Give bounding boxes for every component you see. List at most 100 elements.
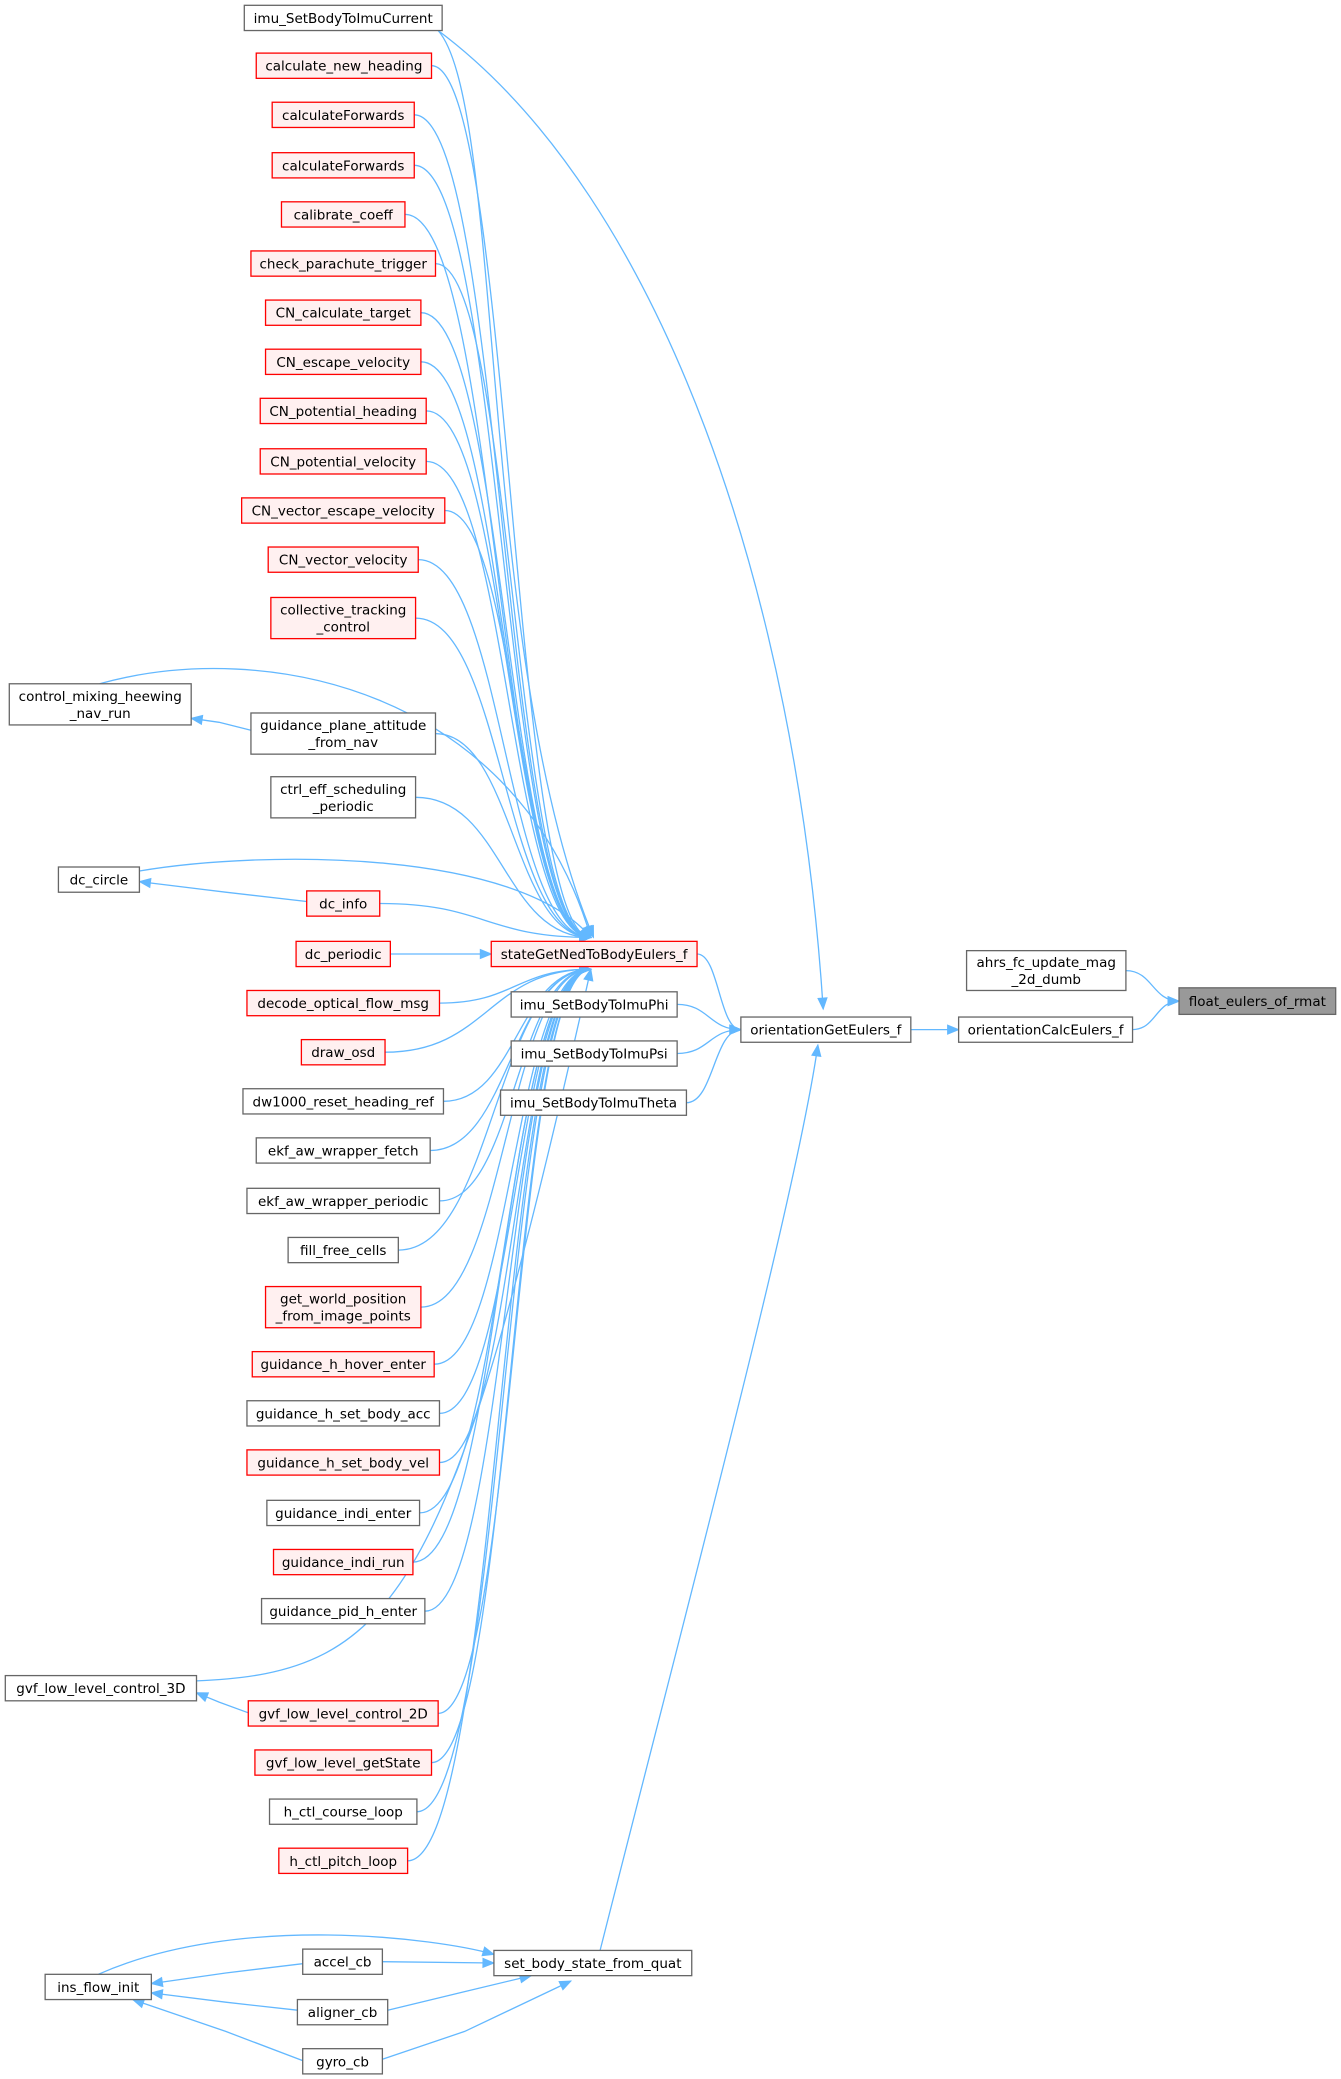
node-gvf-low-level-control-2d[interactable]: gvf_low_level_control_2D <box>247 1700 439 1727</box>
node-label: dc_info <box>319 897 367 913</box>
edge-line <box>379 902 591 939</box>
node-guidance-plane-attitude-from-nav[interactable]: guidance_plane_attitude_from_nav <box>250 712 437 755</box>
node-guidance-h-set-body-acc[interactable]: guidance_h_set_body_acc <box>246 1400 441 1427</box>
node-label: guidance_h_set_body_vel <box>257 1455 429 1471</box>
node-label: draw_osd <box>311 1045 375 1061</box>
node-h-ctl-course-loop[interactable]: h_ctl_course_loop <box>268 1798 418 1825</box>
node-box <box>740 1016 912 1043</box>
edge-arrowhead <box>150 1976 164 1988</box>
node-imu-setbodytoimutheta[interactable]: imu_SetBodyToImuTheta <box>499 1089 688 1116</box>
node-dw1000-reset-heading-ref[interactable]: dw1000_reset_heading_ref <box>242 1088 445 1115</box>
node-box <box>287 1236 399 1264</box>
node-imu-setbodytoimucurrent[interactable]: imu_SetBodyToImuCurrent <box>243 4 443 32</box>
node-cn-potential-velocity[interactable]: CN_potential_velocity <box>259 448 427 475</box>
edge-arrowhead <box>479 948 493 960</box>
node-gvf-low-level-getstate[interactable]: gvf_low_level_getState <box>254 1749 433 1776</box>
node-box <box>271 152 415 179</box>
node-draw-osd[interactable]: draw_osd <box>300 1038 386 1066</box>
node-imu-setbodytoimuphi[interactable]: imu_SetBodyToImuPhi <box>510 991 678 1018</box>
node-dc-circle[interactable]: dc_circle <box>57 866 141 893</box>
edge-line <box>439 968 591 1202</box>
node-label: calculateForwards <box>282 158 404 174</box>
node-check-parachute-trigger[interactable]: check_parachute_trigger <box>250 250 437 277</box>
edge-guidance-plane-attitude-from-nav-to-control-mixing-heewing-nav-run <box>189 714 252 731</box>
node-box <box>302 2048 384 2075</box>
node-collective-tracking-control[interactable]: collective_tracking_control <box>270 596 417 640</box>
node-box <box>264 1285 422 1329</box>
node-ahrs-fc-update-mag-2d-dumb[interactable]: ahrs_fc_update_mag_2d_dumb <box>965 949 1127 992</box>
node-box <box>264 299 422 326</box>
node-label: stateGetNedToBodyEulers_f <box>501 947 689 963</box>
edge-line <box>439 968 591 1415</box>
node-box <box>499 1089 688 1116</box>
node-label: CN_vector_escape_velocity <box>252 504 435 520</box>
node-h-ctl-pitch-loop[interactable]: h_ctl_pitch_loop <box>278 1847 409 1875</box>
node-ekf-aw-wrapper-fetch[interactable]: ekf_aw_wrapper_fetch <box>255 1137 431 1164</box>
edge-dc-periodic-to-stategetnedtobodyeulers-f <box>390 948 493 960</box>
node-label: fill_free_cells <box>300 1243 386 1259</box>
node-calculateforwards-1[interactable]: calculateForwards <box>271 101 415 129</box>
edge-line <box>437 30 595 938</box>
edge-layer <box>98 29 1181 2062</box>
edge-stategetnedtobodyeulers-f-to-orientationgeteulers-f <box>696 953 743 1035</box>
node-box <box>271 101 415 129</box>
edge-line <box>414 114 591 939</box>
node-cn-vector-velocity[interactable]: CN_vector_velocity <box>267 546 419 573</box>
edge-arrowhead <box>817 997 828 1011</box>
node-aligner-cb[interactable]: aligner_cb <box>296 1998 389 2026</box>
node-cn-escape-velocity[interactable]: CN_escape_velocity <box>264 348 422 376</box>
edge-arrowhead <box>195 1692 210 1703</box>
node-get-world-position-from-image-points[interactable]: get_world_position_from_image_points <box>264 1285 422 1329</box>
node-gvf-low-level-control-3d[interactable]: gvf_low_level_control_3D <box>4 1674 198 1702</box>
node-label: ctrl_eff_scheduling <box>280 782 406 798</box>
node-guidance-indi-enter[interactable]: guidance_indi_enter <box>266 1499 421 1527</box>
node-fill-free-cells[interactable]: fill_free_cells <box>287 1236 399 1264</box>
edge-imu-setbodytoimucurrent-to-orientationgeteulers-f <box>437 29 828 1011</box>
node-orientationcalceulers-f[interactable]: orientationCalcEulers_f <box>957 1016 1134 1043</box>
node-decode-optical-flow-msg[interactable]: decode_optical_flow_msg <box>246 989 441 1017</box>
node-calibrate-coeff[interactable]: calibrate_coeff <box>280 201 406 228</box>
node-ekf-aw-wrapper-periodic[interactable]: ekf_aw_wrapper_periodic <box>246 1187 441 1215</box>
node-label: CN_potential_velocity <box>270 454 416 470</box>
node-box <box>306 890 381 917</box>
node-calculateforwards-2[interactable]: calculateForwards <box>271 152 415 179</box>
node-box <box>259 397 427 425</box>
edge-arrowhead <box>583 967 594 982</box>
node-guidance-indi-run[interactable]: guidance_indi_run <box>272 1548 414 1576</box>
node-label: calculate_new_heading <box>265 59 422 75</box>
node-imu-setbodytoimupsi[interactable]: imu_SetBodyToImuPsi <box>510 1040 678 1067</box>
node-box <box>255 52 433 79</box>
node-float-eulers-of-rmat[interactable]: float_eulers_of_rmat <box>1178 987 1337 1016</box>
node-cn-vector-escape-velocity[interactable]: CN_vector_escape_velocity <box>240 497 446 524</box>
node-control-mixing-heewing-nav-run[interactable]: control_mixing_heewing_nav_run <box>8 683 192 726</box>
edge-line <box>151 1963 303 1985</box>
node-dc-periodic[interactable]: dc_periodic <box>295 940 392 968</box>
node-set-body-state-from-quat[interactable]: set_body_state_from_quat <box>493 1949 693 1977</box>
edge-line <box>431 65 591 939</box>
node-calculate-new-heading[interactable]: calculate_new_heading <box>255 52 433 79</box>
node-label: guidance_h_set_body_acc <box>256 1406 431 1422</box>
node-accel-cb[interactable]: accel_cb <box>302 1948 384 1975</box>
node-dc-info[interactable]: dc_info <box>306 890 381 917</box>
edge-imu-setbodytoimutheta-to-orientationgeteulers-f <box>686 1024 743 1104</box>
node-box <box>510 1040 678 1067</box>
edge-line <box>387 1975 532 2011</box>
node-label: set_body_state_from_quat <box>504 1956 681 1972</box>
node-label: h_ctl_course_loop <box>284 1805 403 1821</box>
node-ins-flow-init[interactable]: ins_flow_init <box>44 1973 153 2001</box>
node-ctrl-eff-scheduling-periodic[interactable]: ctrl_eff_scheduling_periodic <box>270 776 417 819</box>
node-guidance-pid-h-enter[interactable]: guidance_pid_h_enter <box>260 1597 426 1625</box>
node-cn-calculate-target[interactable]: CN_calculate_target <box>264 299 422 326</box>
edge-arrowhead <box>729 1024 743 1035</box>
node-label: dc_circle <box>70 873 129 889</box>
edge-gvf-low-level-control-2d-to-gvf-low-level-control-3d <box>195 1692 249 1714</box>
node-orientationgeteulers-f[interactable]: orientationGetEulers_f <box>740 1016 912 1043</box>
node-stategetnedtobodyeulers-f[interactable]: stateGetNedToBodyEulers_f <box>490 940 698 968</box>
node-guidance-h-set-body-vel[interactable]: guidance_h_set_body_vel <box>246 1449 441 1476</box>
node-gyro-cb[interactable]: gyro_cb <box>302 2048 384 2075</box>
node-guidance-h-hover-enter[interactable]: guidance_h_hover_enter <box>251 1350 435 1378</box>
node-box <box>260 1597 426 1625</box>
edge-line <box>443 968 591 1102</box>
node-box <box>264 348 422 376</box>
node-cn-potential-heading[interactable]: CN_potential_heading <box>259 397 427 425</box>
